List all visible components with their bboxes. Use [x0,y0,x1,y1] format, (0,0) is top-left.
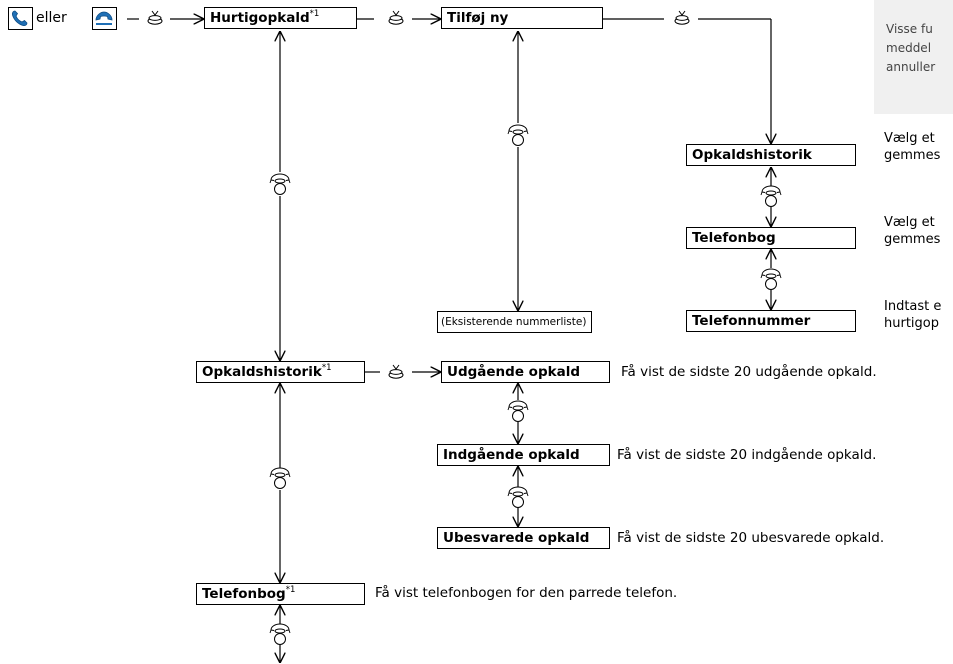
knob-press-icon [147,10,163,25]
phonebook-source-label: Telefonbog [692,230,776,246]
note-line: Visse fu [886,22,933,36]
description-line: hurtigop [884,316,939,331]
existing-number-list-label: (Eksisterende nummerliste) [441,316,587,328]
footnote-mark: *1 [321,363,332,373]
knob-rotate-icon [269,173,291,195]
phonebook-source-description: Vælg et gemmes [884,214,940,248]
note-line: annuller [886,60,936,74]
add-new-box[interactable]: Tilføj ny [441,7,603,29]
call-history-source-label: Opkaldshistorik [692,147,812,163]
missed-calls-label: Ubesvarede opkald [443,530,590,546]
phone-number-source-label: Telefonnummer [692,313,811,329]
note-line: meddel [886,41,932,55]
speed-dial-box[interactable]: Hurtigopkald*1 [204,7,357,29]
knob-rotate-icon [507,400,529,422]
call-history-source-description: Vælg et gemmes [884,130,940,164]
knob-rotate-icon [269,467,291,489]
description-line: gemmes [884,232,941,247]
incoming-calls-box[interactable]: Indgående opkald [437,444,610,466]
phone-back-icon[interactable] [92,7,117,30]
knob-rotate-icon [507,486,529,508]
phonebook-source-box[interactable]: Telefonbog [686,227,856,249]
add-new-label: Tilføj ny [447,10,509,26]
outgoing-calls-label: Udgående opkald [447,364,581,380]
missed-calls-description: Få vist de sidste 20 ubesvarede opkald. [617,530,885,546]
phonebook-box[interactable]: Telefonbog*1 [196,583,365,605]
knob-press-icon [674,10,690,25]
description-line: Vælg et [884,215,935,230]
knob-rotate-icon [507,124,529,146]
footnote-mark: *1 [285,585,296,595]
outgoing-calls-description: Få vist de sidste 20 udgående opkald. [621,364,877,380]
call-history-label: Opkaldshistorik [202,364,322,380]
description-line: Indtast e [884,299,942,314]
speed-dial-label: Hurtigopkald [210,10,310,26]
note-panel: Visse fu meddel annuller [874,0,953,114]
or-label: eller [36,10,67,26]
phone-talk-icon[interactable] [8,7,33,30]
call-history-source-box[interactable]: Opkaldshistorik [686,144,856,166]
description-line: gemmes [884,148,941,163]
phone-number-source-description: Indtast e hurtigop [884,298,941,332]
footnote-mark: *1 [309,9,320,19]
missed-calls-box[interactable]: Ubesvarede opkald [437,527,610,549]
knob-rotate-icon [269,623,291,645]
outgoing-calls-box[interactable]: Udgående opkald [441,361,610,383]
incoming-calls-label: Indgående opkald [443,447,580,463]
phone-number-source-box[interactable]: Telefonnummer [686,310,856,332]
description-line: Vælg et [884,131,935,146]
phonebook-label: Telefonbog [202,586,286,602]
incoming-calls-description: Få vist de sidste 20 indgående opkald. [617,447,877,463]
knob-rotate-icon [760,268,782,290]
knob-rotate-icon [760,185,782,207]
knob-press-icon [388,364,404,379]
knob-press-icon [388,10,404,25]
call-history-box[interactable]: Opkaldshistorik*1 [196,361,365,383]
phonebook-description: Få vist telefonbogen for den parrede tel… [375,585,678,601]
existing-number-list-box[interactable]: (Eksisterende nummerliste) [437,311,592,333]
